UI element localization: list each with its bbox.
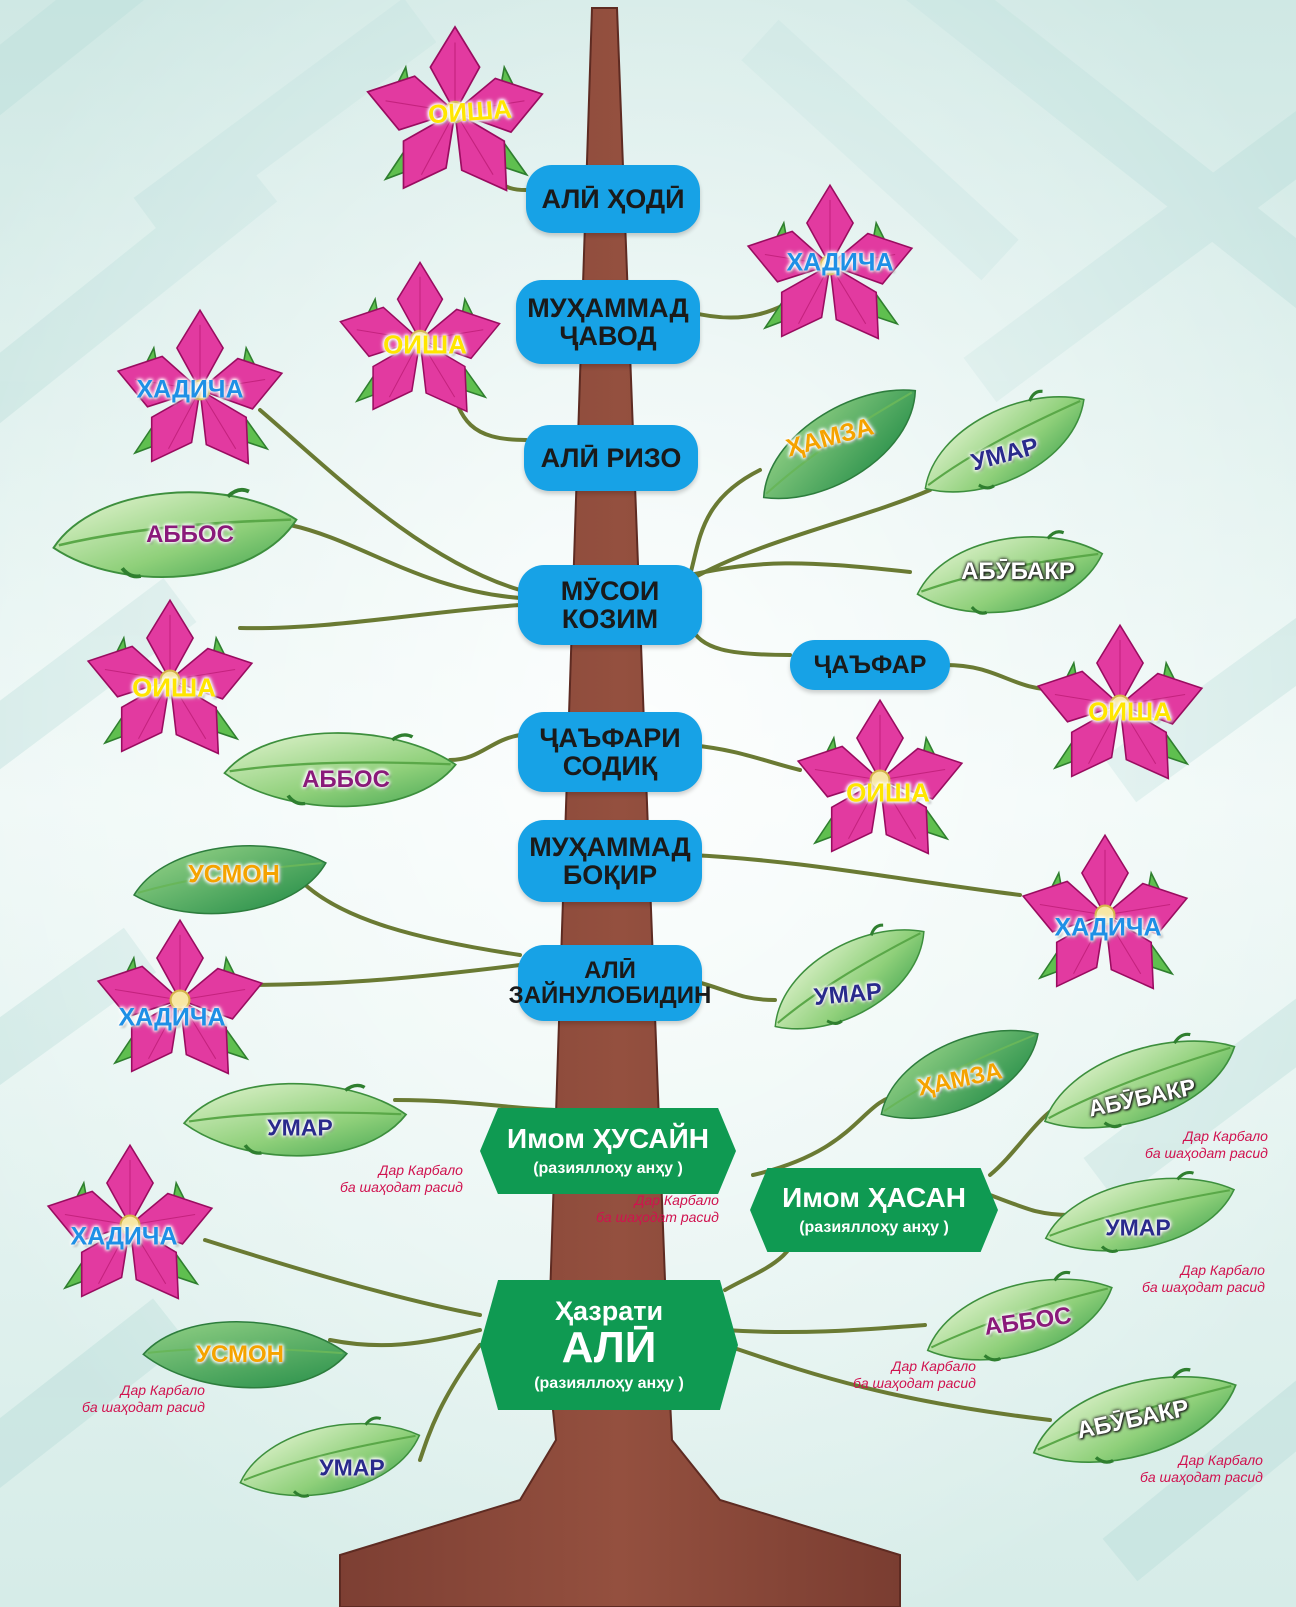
note-line-2: ба шаҳодат расид: [596, 1209, 719, 1225]
note-line-2: ба шаҳодат расид: [1145, 1145, 1268, 1161]
node-ali-zaynulobidin-line2: ЗАЙНУЛОБИДИН: [508, 982, 712, 1009]
child-label: АББОС: [302, 766, 390, 793]
node-imom-husayn: Имом ҲУСАЙН (разияллоҳу анҳу ): [480, 1108, 736, 1194]
node-imom-husayn-honorific: (разияллоҳу анҳу ): [533, 1160, 683, 1178]
node-imom-hasan-honorific: (разияллоҳу анҳу ): [799, 1219, 949, 1237]
node-jafari-sodiq: ҶАЪФАРИ СОДИҚ: [518, 712, 702, 792]
child-label: ХАДИЧА: [786, 248, 894, 277]
node-ali-zaynulobidin-line1: АЛӢ: [584, 956, 636, 984]
child-label: УМАР: [267, 1114, 333, 1141]
child-label: ХАДИЧА: [118, 1003, 226, 1032]
node-ali-hodi: АЛӢ ҲОДӢ: [526, 165, 700, 233]
martyrdom-note: Дар Карбало ба шаҳодат расид: [340, 1162, 463, 1196]
node-muhammad-boqir: МУҲАММАД БОҚИР: [518, 820, 702, 902]
node-muso-kozim-line2: КОЗИМ: [561, 604, 659, 634]
node-hazrati-ali: Ҳазрати АЛӢ (разияллоҳу анҳу ): [480, 1280, 738, 1410]
child-label: АББОС: [146, 521, 234, 548]
martyrdom-note: Дар Карбало ба шаҳодат расид: [596, 1192, 719, 1226]
node-jafar-label: ҶАЪФАР: [813, 650, 927, 679]
node-muhammad-boqir-line1: МУҲАММАД: [529, 831, 691, 862]
note-line-2: ба шаҳодат расид: [853, 1375, 976, 1391]
note-line-2: ба шаҳодат расид: [340, 1179, 463, 1195]
node-ali-hodi-label: АЛӢ ҲОДӢ: [541, 183, 685, 214]
martyrdom-note: Дар Карбало ба шаҳодат расид: [853, 1358, 976, 1392]
martyrdom-note: Дар Карбало ба шаҳодат расид: [1142, 1262, 1265, 1296]
note-line-1: Дар Карбало: [378, 1162, 463, 1178]
child-label: ХАДИЧА: [136, 375, 244, 404]
note-line-1: Дар Карбало: [1183, 1128, 1268, 1144]
node-hazrati-ali-name: АЛӢ: [561, 1322, 657, 1372]
child-label: УМАР: [812, 978, 884, 1011]
node-muhammad-javod-line2: ҶАВОД: [559, 321, 657, 351]
child-label: АБӮБАКР: [961, 558, 1075, 585]
node-hazrati-ali-honorific: (разияллоҳу анҳу ): [534, 1374, 684, 1392]
node-muso-kozim: МӮСОИ КОЗИМ: [518, 565, 702, 645]
note-line-1: Дар Карбало: [891, 1358, 976, 1374]
node-jafari-sodiq-line1: ҶАЪФАРИ: [539, 722, 681, 753]
node-ali-zaynulobidin: АЛӢ ЗАЙНУЛОБИДИН: [509, 945, 711, 1021]
note-line-1: Дар Карбало: [634, 1192, 719, 1208]
node-muhammad-javod-line1: МУҲАММАД: [527, 292, 689, 323]
martyrdom-note: Дар Карбало ба шаҳодат расид: [1140, 1452, 1263, 1486]
node-imom-hasan-name: Имом ҲАСАН: [782, 1181, 966, 1213]
child-label: ХАДИЧА: [70, 1222, 178, 1251]
child-label: УСМОН: [188, 860, 280, 889]
node-imom-husayn-name: Имом ҲУСАЙН: [507, 1122, 709, 1154]
child-label: ОИША: [846, 777, 930, 808]
node-muso-kozim-line1: МӮСОИ: [560, 575, 660, 606]
note-line-2: ба шаҳодат расид: [82, 1399, 205, 1415]
node-imom-hasan: Имом ҲАСАН (разияллоҳу анҳу ): [750, 1168, 998, 1252]
node-muhammad-boqir-line2: БОҚИР: [562, 860, 658, 890]
child-label: ОИША: [132, 672, 216, 703]
node-jafar: ҶАЪФАР: [790, 640, 950, 690]
child-label: ОИША: [1088, 696, 1172, 727]
child-label: ОИША: [383, 329, 467, 360]
note-line-1: Дар Карбало: [120, 1382, 205, 1398]
martyrdom-note: Дар Карбало ба шаҳодат расид: [82, 1382, 205, 1416]
child-label: ХАДИЧА: [1054, 913, 1162, 942]
note-line-2: ба шаҳодат расид: [1140, 1469, 1263, 1485]
child-label: УМАР: [1105, 1214, 1171, 1241]
node-hazrati-ali-prefix: Ҳазрати: [554, 1296, 664, 1327]
node-muhammad-javod: МУҲАММАД ҶАВОД: [516, 280, 700, 364]
node-ali-rizo-label: АЛӢ РИЗО: [540, 442, 682, 473]
martyrdom-note: Дар Карбало ба шаҳодат расид: [1145, 1128, 1268, 1162]
child-label: УМАР: [319, 1454, 385, 1481]
note-line-2: ба шаҳодат расид: [1142, 1279, 1265, 1295]
note-line-1: Дар Карбало: [1178, 1452, 1263, 1468]
child-label: УСМОН: [196, 1341, 284, 1368]
node-ali-rizo: АЛӢ РИЗО: [524, 425, 698, 491]
child-label: ОИША: [427, 93, 513, 130]
node-jafari-sodiq-line2: СОДИҚ: [562, 751, 658, 781]
note-line-1: Дар Карбало: [1180, 1262, 1265, 1278]
